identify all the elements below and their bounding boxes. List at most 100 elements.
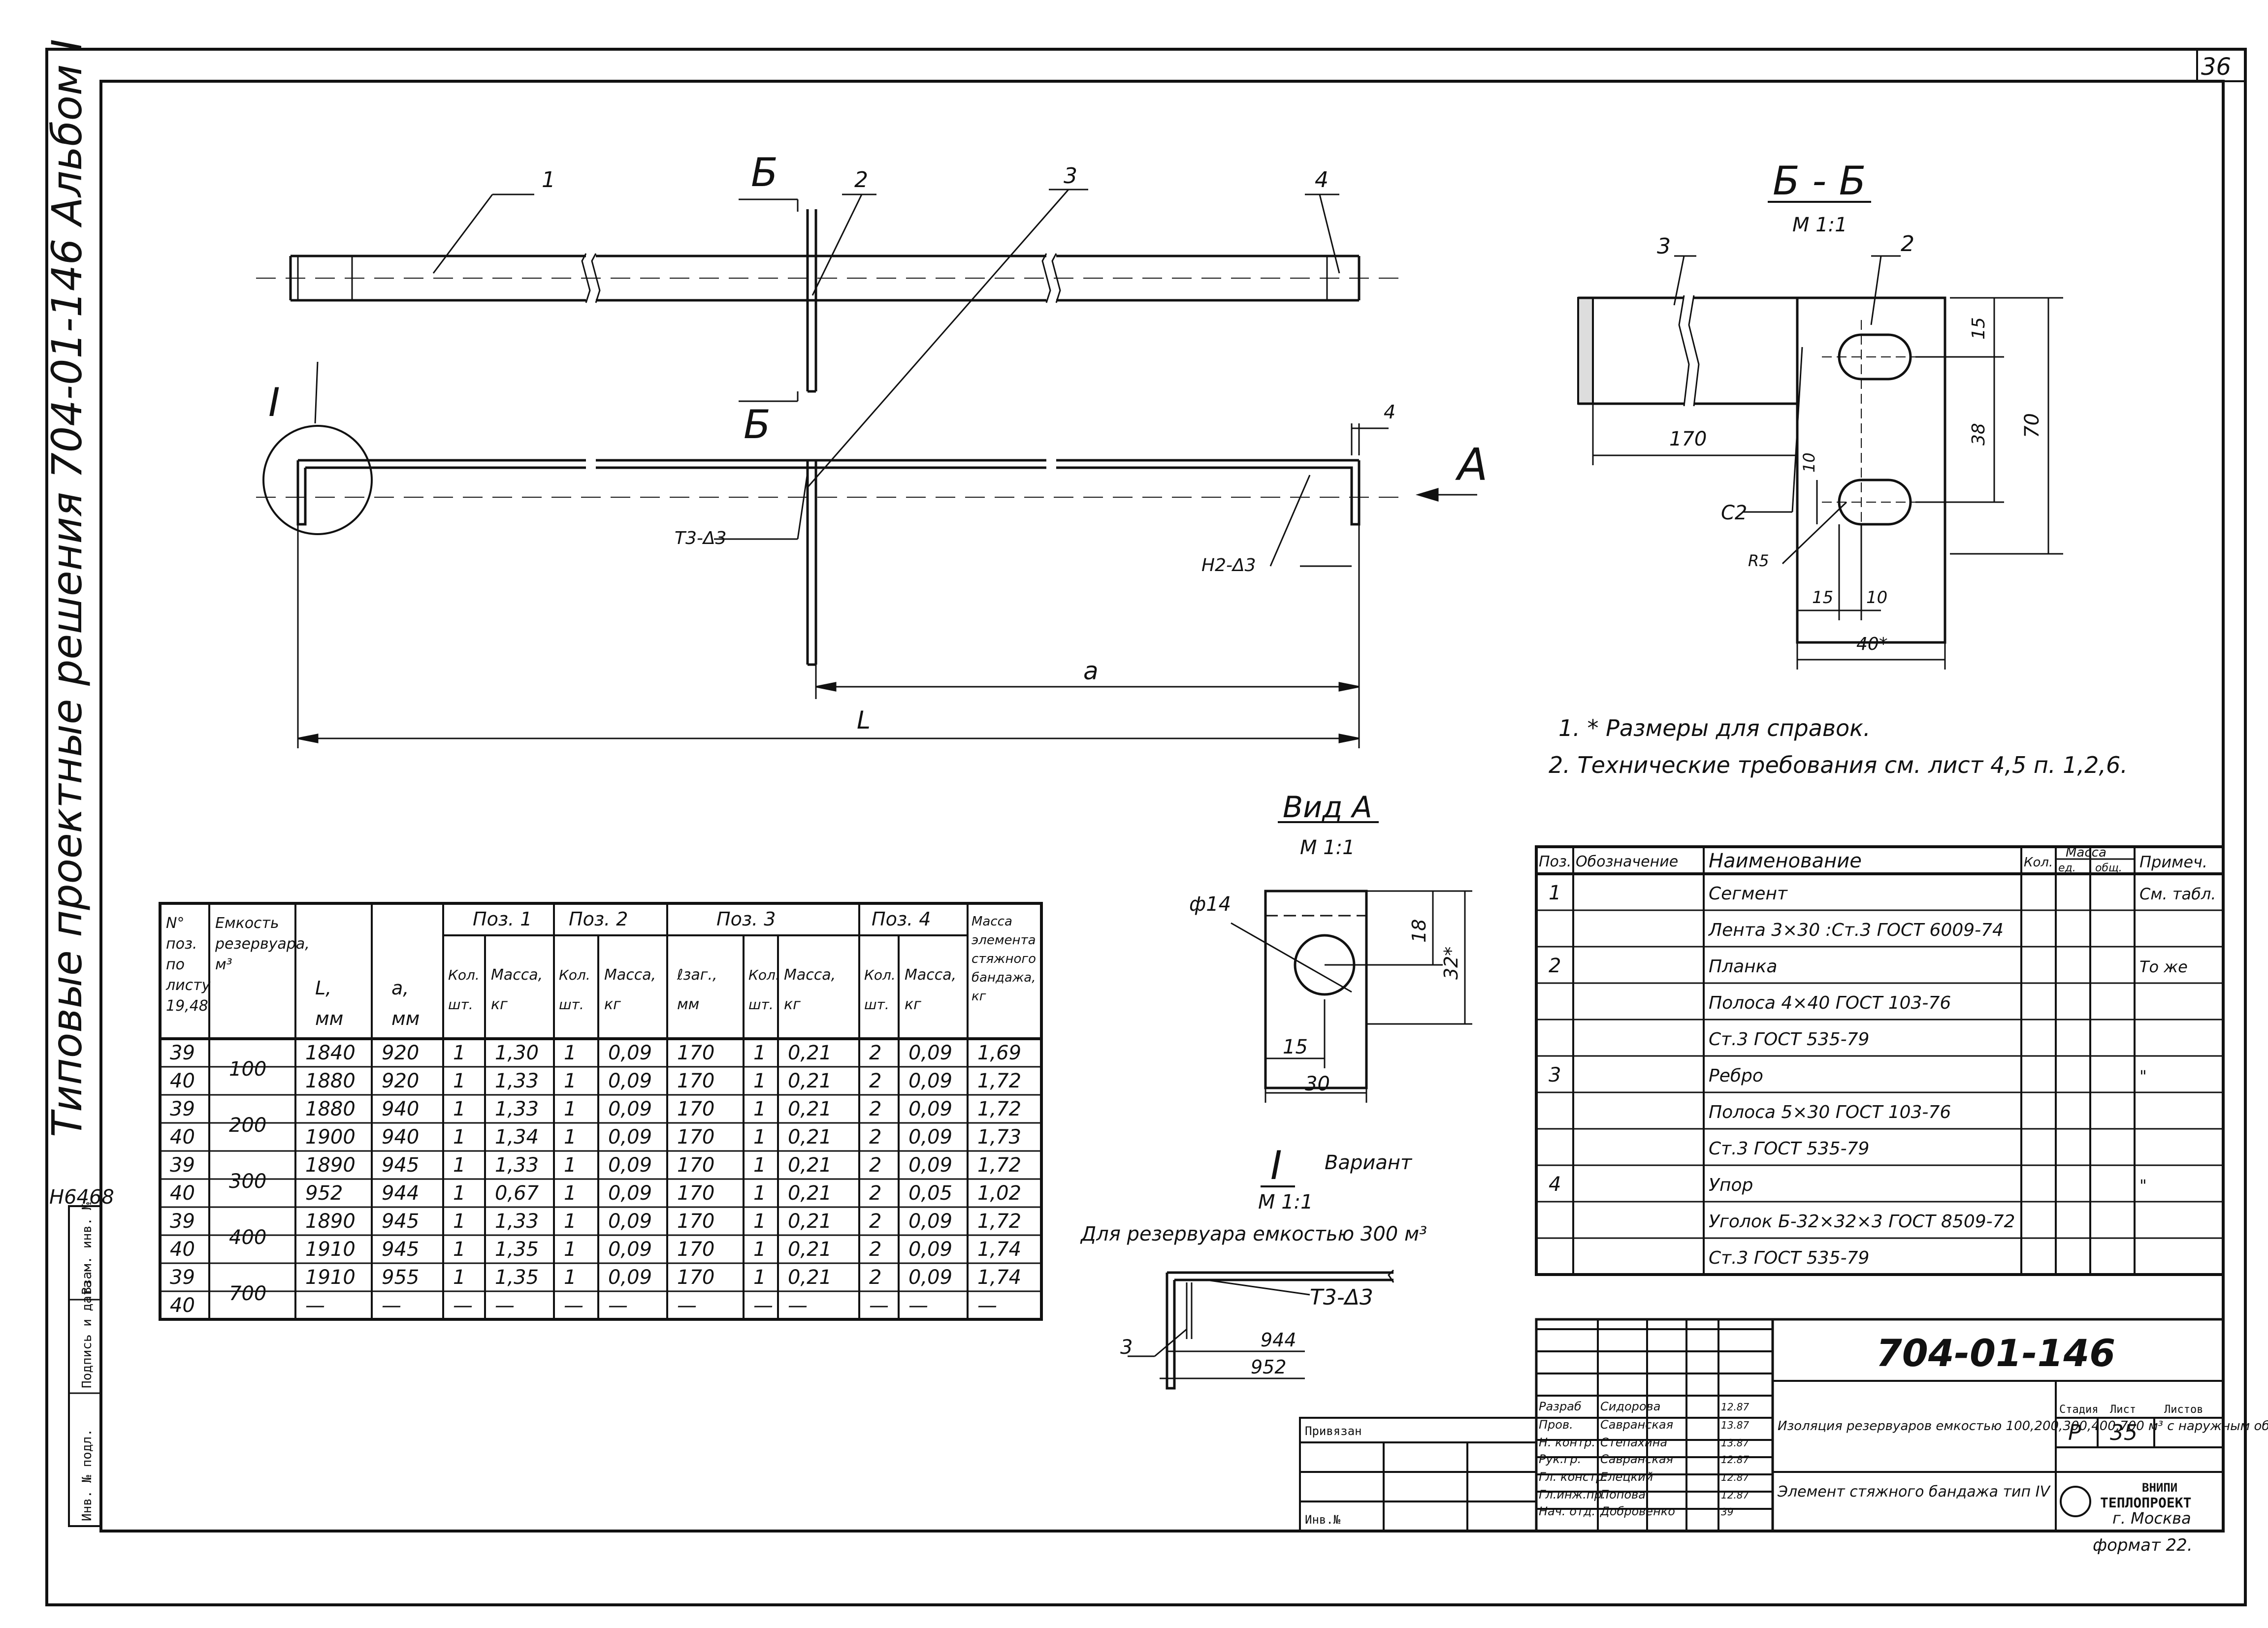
- table-main-cell: 0,09: [608, 1070, 652, 1092]
- table-main-cell: 0,09: [908, 1210, 952, 1233]
- table-main-cell: 2: [869, 1266, 881, 1289]
- section-bb-title: Б - Б: [1773, 158, 1866, 204]
- table-main-cell: 1: [564, 1126, 576, 1149]
- spec-pos: 3: [1549, 1064, 1561, 1086]
- detail-scale: М 1:1: [1258, 1191, 1313, 1213]
- table-main-cell: 945: [382, 1210, 419, 1233]
- spec-name: Уголок Б-32×32×3 ГОСТ 8509-72: [1709, 1212, 2015, 1232]
- spec-header-pos: Поз.: [1539, 853, 1571, 870]
- dim-10h: 10: [1866, 588, 1887, 607]
- label-pos1: 1: [542, 167, 555, 192]
- dim-L: L: [857, 706, 871, 734]
- table-main-cell: 0,21: [788, 1266, 832, 1289]
- tb-name: Елецкий: [1600, 1470, 1653, 1484]
- spec-header-kol: Кол.: [2024, 855, 2053, 870]
- dims-main: [297, 522, 1360, 748]
- tb-name: Савранская: [1600, 1418, 1673, 1432]
- corner-number: 36: [2201, 53, 2231, 81]
- detail-mark-top: I: [268, 380, 280, 425]
- view-a-mark: А: [1455, 439, 1488, 491]
- spec-name: Полоса 4×40 ГОСТ 103-76: [1709, 993, 1951, 1013]
- table-main-cell: 940: [382, 1126, 419, 1149]
- table-main-cell: 1,74: [977, 1266, 1021, 1289]
- tb-date: 12.87: [1721, 1401, 1750, 1413]
- table-main-cell: 0,09: [608, 1126, 652, 1149]
- tb-format: формат 22.: [2093, 1535, 2193, 1555]
- view-a-drawing: [1231, 890, 1472, 1103]
- table-main-cell: 0,09: [608, 1042, 652, 1064]
- table-main-cell: —: [677, 1294, 697, 1317]
- table-main-cell: —: [869, 1294, 889, 1317]
- table-main-cell: 1: [564, 1266, 576, 1289]
- tb-org2: ТЕПЛОПРОЕКТ: [2100, 1495, 2191, 1511]
- tb-name: Савранская: [1600, 1452, 1673, 1466]
- tb-name: Степахина: [1600, 1436, 1667, 1449]
- table-main-cell: 1: [564, 1154, 576, 1177]
- table-main-cell: 0,09: [608, 1182, 652, 1205]
- spec-header-obsh: общ.: [2095, 862, 2122, 874]
- spec-name: Ст.3 ГОСТ 535-79: [1709, 1248, 1869, 1268]
- th-kol: Кол.шт.: [864, 967, 896, 1013]
- table-main-cell: —: [788, 1294, 808, 1317]
- table-main-cell: 1: [453, 1154, 465, 1177]
- table-main-cell: 40: [170, 1126, 195, 1149]
- tb-role: Гл. констр.: [1539, 1470, 1607, 1484]
- th-massa: Масса,кг: [604, 966, 656, 1013]
- table-main-cell: 1: [564, 1098, 576, 1120]
- th-massa: Масса,кг: [905, 966, 956, 1013]
- th-group1: Поз. 1: [473, 908, 532, 930]
- table-main-cell: 1: [753, 1098, 766, 1120]
- view-a-dim32: 32*: [1440, 947, 1462, 980]
- tb-name: Попова: [1600, 1488, 1646, 1501]
- strap-bottom-view: [256, 425, 1398, 666]
- detail-drawing: [1128, 1269, 1394, 1390]
- table-main-cell: 2: [869, 1210, 881, 1233]
- section-bb-scale: М 1:1: [1792, 214, 1847, 236]
- table-main-cell: 1: [453, 1098, 465, 1120]
- table-main-cell: 1: [453, 1266, 465, 1289]
- table-main-cell: 0,67: [495, 1182, 539, 1205]
- table-main-cell: 39: [170, 1098, 195, 1120]
- table-main-cell: 1,74: [977, 1238, 1021, 1261]
- spec-prim: ": [2139, 1067, 2147, 1085]
- table-main-cell: 1: [753, 1182, 766, 1205]
- dim-a: a: [1083, 657, 1099, 685]
- detail-title: I: [1270, 1143, 1282, 1188]
- table-main-cell: 170: [677, 1042, 714, 1064]
- view-a-scale: М 1:1: [1300, 836, 1355, 859]
- detail-variant-label: Вариант: [1325, 1151, 1413, 1174]
- table-main-cell: 1,35: [495, 1266, 539, 1289]
- table-main-cell: 920: [382, 1070, 419, 1092]
- section-mark-top: Б: [751, 150, 778, 195]
- table-main-cell: 2: [869, 1238, 881, 1261]
- table-main-cell: 1890: [305, 1210, 356, 1233]
- spec-name: Упор: [1709, 1175, 1753, 1195]
- tb-date: 13.87: [1721, 1419, 1750, 1431]
- table-main-cell: 0,21: [788, 1182, 832, 1205]
- th-kol: Кол.шт.: [748, 967, 780, 1013]
- note-2: 2. Технические требования см. лист 4,5 п…: [1549, 752, 2128, 778]
- table-main-cell: 0,09: [608, 1266, 652, 1289]
- table-main-cell: 1910: [305, 1266, 356, 1289]
- tb-name: Добровенко: [1600, 1504, 1675, 1518]
- table-main-cell: 1,33: [495, 1154, 539, 1177]
- th-L: L,мм: [315, 977, 343, 1029]
- table-main-cell: 0,21: [788, 1126, 832, 1149]
- table-main-cell: —: [382, 1294, 401, 1317]
- dim-70: 70: [2021, 413, 2043, 438]
- table-main-cell: 2: [869, 1154, 881, 1177]
- table-main-cell: 1: [453, 1182, 465, 1205]
- table-main-cell: 1,72: [977, 1210, 1021, 1233]
- view-a-dia: ф14: [1189, 893, 1231, 916]
- title-block: [1299, 1318, 2225, 1532]
- table-main-cell: 1: [753, 1266, 766, 1289]
- table-main-cell: 1,69: [977, 1042, 1021, 1064]
- view-a-title: Вид А: [1283, 790, 1372, 825]
- table-main-cell: 200: [229, 1114, 266, 1137]
- top-leaders: [314, 189, 1477, 567]
- th-a: a,мм: [391, 977, 420, 1029]
- view-a-dim30: 30: [1305, 1073, 1330, 1095]
- table-main-cell: 170: [677, 1070, 714, 1092]
